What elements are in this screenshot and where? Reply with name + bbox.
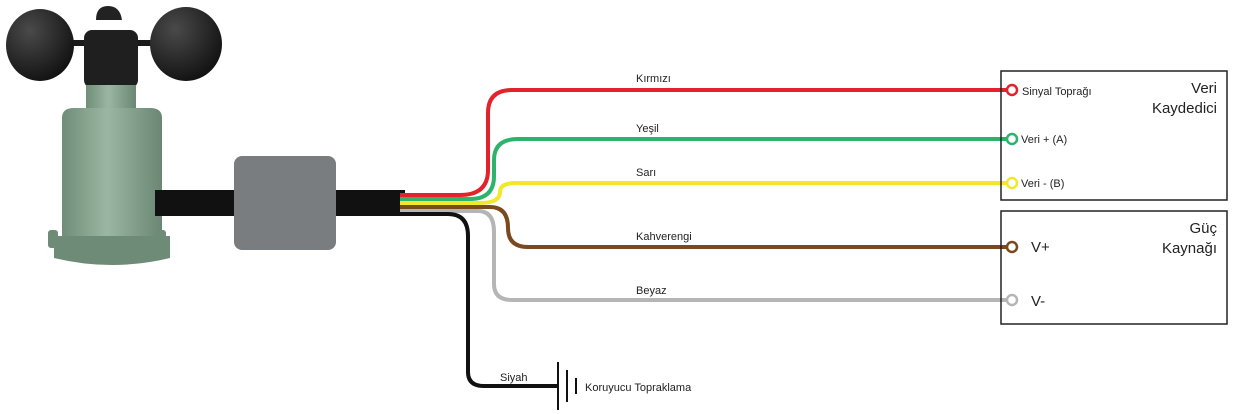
wire-green bbox=[400, 137, 1010, 201]
power-title-2: Kaynağı bbox=[1162, 240, 1217, 257]
terminal-label-vminus: V- bbox=[1031, 293, 1045, 310]
top-cup bbox=[96, 6, 122, 20]
label-red: Kırmızı bbox=[636, 73, 671, 85]
terminal-yellow bbox=[1005, 176, 1019, 190]
label-brown: Kahverengi bbox=[636, 231, 692, 243]
terminal-white bbox=[1005, 293, 1019, 307]
ground-symbol bbox=[557, 362, 577, 410]
power-title-1: Güç bbox=[1189, 220, 1217, 237]
power-supply-box: Güç Kaynağı V+ V- bbox=[1000, 210, 1228, 325]
label-white: Beyaz bbox=[636, 285, 667, 297]
wire-black bbox=[400, 212, 558, 388]
logger-title-1: Veri bbox=[1191, 80, 1217, 97]
rotor-hub bbox=[84, 30, 138, 88]
wires bbox=[400, 88, 1010, 388]
label-black: Siyah bbox=[500, 372, 528, 384]
sensor-body bbox=[62, 108, 162, 236]
logger-title-2: Kaydedici bbox=[1152, 100, 1217, 117]
ground-label: Koruyucu Topraklama bbox=[585, 382, 692, 394]
wire-yellow bbox=[400, 181, 1010, 205]
wire-brown bbox=[400, 205, 1010, 249]
left-cup bbox=[6, 9, 74, 81]
terminal-label-vplus: V+ bbox=[1031, 239, 1050, 256]
right-cup bbox=[150, 7, 222, 81]
terminal-label-data-a: Veri + (A) bbox=[1021, 134, 1067, 146]
wire-red bbox=[400, 88, 1010, 197]
label-yellow: Sarı bbox=[636, 167, 656, 179]
terminal-label-signal-ground: Sinyal Toprağı bbox=[1022, 86, 1092, 98]
terminal-brown bbox=[1005, 240, 1019, 254]
terminal-green bbox=[1005, 132, 1019, 146]
data-logger-box: Veri Kaydedici Sinyal Toprağı Veri + (A)… bbox=[1000, 70, 1228, 201]
junction-box bbox=[234, 156, 336, 250]
anemometer-sensor bbox=[6, 6, 222, 265]
wire-white bbox=[400, 209, 1010, 302]
label-green: Yeşil bbox=[636, 123, 659, 135]
terminal-red bbox=[1005, 83, 1019, 97]
terminal-label-data-b: Veri - (B) bbox=[1021, 178, 1064, 190]
sensor-base bbox=[54, 236, 170, 265]
